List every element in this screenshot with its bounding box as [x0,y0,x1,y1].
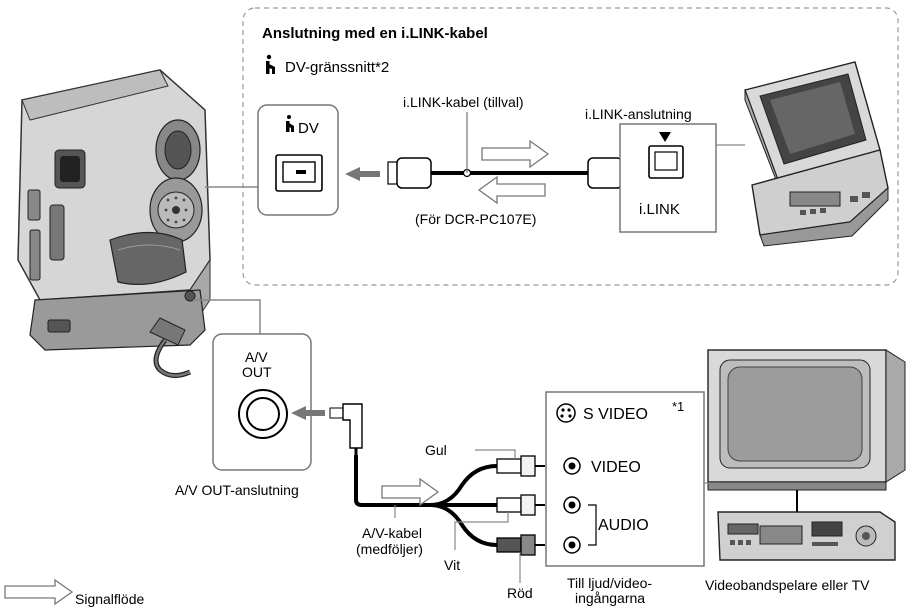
rca-plug-yellow [496,455,545,477]
av-cable-plug [329,403,363,455]
rca-plug-white [496,494,545,516]
av-out-jack-box: A/V OUT [212,333,312,471]
ilink-cable-label: i.LINK-kabel (tillval) [403,94,524,110]
yellow-callout-line [475,449,516,459]
av-callout-line [193,299,261,334]
signal-arrow-left [477,175,546,205]
av-cable [354,455,498,547]
video-label: VIDEO [591,459,641,476]
av-cable-label-line2: (medföljer) [356,541,423,557]
tv-illustration [707,349,906,512]
rca-plug-red [496,534,545,556]
white-callout-line [454,512,509,550]
dv-jack-label: DV [298,120,319,137]
inputs-caption-line2: ingångarna [575,590,645,606]
signal-flow-legend-label: Signalflöde [75,591,144,607]
s-video-mark: *1 [672,399,684,414]
vcr-illustration [717,511,896,561]
portable-vcr-illustration [744,61,889,247]
vcr-ilink-jack-box: i.LINK [619,123,717,233]
av-signal-arrow [381,477,440,507]
ilink-section-title: Anslutning med en i.LINK-kabel [262,25,488,42]
av-out-label-line1: A/V [245,349,268,365]
vcr-jack-label: i.LINK [639,201,680,218]
audio-left-jack-icon [563,496,581,514]
s-video-label: S VIDEO [583,406,648,423]
signal-flow-legend-icon [4,578,74,606]
dv-plug-arrow [345,167,380,181]
device-caption: Videobandspelare eller TV [705,577,870,593]
dv-jack-box: DV [257,104,339,216]
audio-label: AUDIO [598,517,649,534]
white-label: Vit [444,557,460,573]
input-jacks-panel: S VIDEO *1 VIDEO AUDIO [545,391,705,567]
camcorder-illustration [17,69,211,378]
vcr-jack-title: i.LINK-anslutning [585,106,692,122]
yellow-label: Gul [425,442,447,458]
av-plug-arrow [291,406,325,420]
av-cable-label-line1: A/V-kabel [362,525,422,541]
av-out-caption: A/V OUT-anslutning [175,482,299,498]
inputs-caption-line1: Till ljud/video- [567,575,652,591]
dv-interface-label: DV-gränssnitt*2 [285,59,389,76]
signal-arrow-right [481,139,550,169]
ilink-cable-note: (För DCR-PC107E) [415,211,536,227]
audio-right-jack-icon [563,536,581,554]
ilink-icon [266,54,275,74]
video-jack-icon [563,457,581,475]
av-out-label-line2: OUT [242,364,272,380]
ilink-section-frame [242,7,899,286]
s-video-jack-icon [556,403,576,423]
red-label: Röd [507,585,533,601]
